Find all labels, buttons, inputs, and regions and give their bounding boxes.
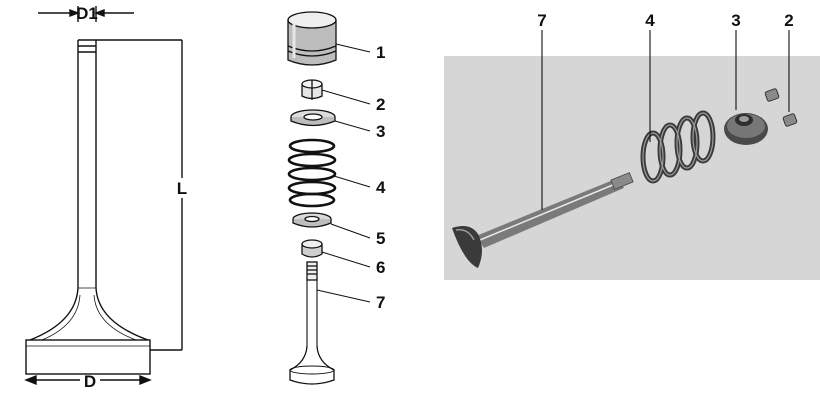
exploded-callout-7: 7 <box>376 293 385 312</box>
photo-valve <box>452 172 634 268</box>
photo-callout-4: 4 <box>645 11 655 30</box>
l-label: L <box>177 179 187 198</box>
spring-seat <box>292 212 332 228</box>
photo-background <box>444 56 820 280</box>
exploded-callout-3: 3 <box>376 122 385 141</box>
valve-stem-seal <box>301 239 323 258</box>
spring-retainer <box>290 109 336 127</box>
photo-callout-7: 7 <box>537 11 546 30</box>
d-arrowhead-left <box>24 374 37 386</box>
exploded-callout-4: 4 <box>376 178 386 197</box>
d1-arrowhead-right <box>94 8 105 18</box>
photo-keepers <box>764 88 798 127</box>
valve-dimension-drawing <box>24 6 183 386</box>
valve-head-inner-right <box>93 294 137 341</box>
valve <box>289 261 335 385</box>
valve-head-flare-right <box>95 287 149 341</box>
photo-parts <box>452 30 798 268</box>
exploded-callout-5: 5 <box>376 229 385 248</box>
d-label: D <box>84 372 96 391</box>
valve-spring <box>287 138 337 208</box>
l-label-mask <box>172 178 192 198</box>
photo-leaders <box>541 30 790 210</box>
exploded-callout-6: 6 <box>376 258 385 277</box>
valve-head-face <box>25 339 151 375</box>
exploded-callout-labels: 1 2 3 4 5 6 7 <box>376 43 386 312</box>
photo-retainer <box>724 113 768 145</box>
photo-callout-labels: 7 4 3 2 <box>537 11 793 30</box>
photo-callout-2: 2 <box>784 11 793 30</box>
exploded-view <box>287 11 371 385</box>
d1-label: D1 <box>76 4 98 23</box>
valve-head-inner-left <box>41 294 81 341</box>
photo-spring-highlight <box>642 112 714 182</box>
photo-callout-3: 3 <box>731 11 740 30</box>
exploded-leaders <box>316 43 371 303</box>
d1-arrowhead-left <box>69 8 80 18</box>
d-arrowhead-right <box>139 374 152 386</box>
exploded-callout-2: 2 <box>376 95 385 114</box>
valve-keepers <box>301 79 323 100</box>
exploded-callout-1: 1 <box>376 43 385 62</box>
valve-head-flare-left <box>29 287 79 341</box>
bucket-tappet <box>287 11 337 66</box>
